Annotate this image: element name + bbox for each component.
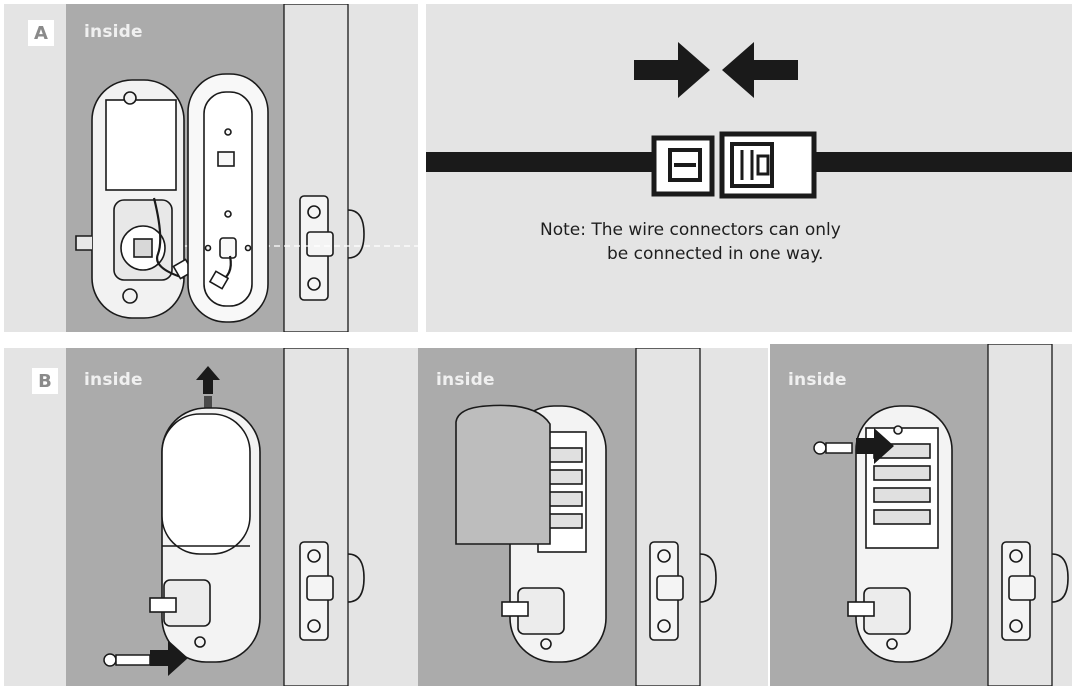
arrow-left-icon [722, 42, 798, 98]
arrow-right-icon [634, 42, 710, 98]
panel-d: D inside [770, 344, 1072, 686]
panel-a-label: A [28, 20, 54, 46]
panel-c-illustration [418, 348, 717, 686]
connector-icon [651, 135, 715, 197]
panel-c-inside-label: inside [436, 370, 495, 390]
latch-plate [649, 541, 717, 641]
panel-a: A inside [4, 4, 418, 332]
panel-d-illustration [770, 344, 1069, 686]
back-cover [187, 73, 269, 323]
panel-d-inside-label: inside [788, 370, 847, 390]
note-line-1: Note: The wire connectors can only [540, 220, 841, 240]
panel-c: C inside [418, 348, 768, 686]
arrow-right-icon [856, 428, 894, 464]
latch-plate [299, 195, 365, 301]
screw-icon [204, 396, 212, 408]
latch-plate [1001, 541, 1069, 641]
battery-cover [455, 404, 551, 545]
panel-b-illustration [66, 348, 365, 686]
lock-body [847, 405, 953, 663]
lock-base [75, 79, 194, 319]
panel-b: B inside [4, 348, 418, 686]
panel-b-label: B [32, 368, 58, 394]
connector-note: Note: The wire connectors can only be co… [540, 218, 900, 266]
panel-a-inside-label: inside [84, 22, 143, 42]
panel-b-inside-label: inside [84, 370, 143, 390]
connector-illustration [426, 42, 1072, 199]
note-panel: Note: The wire connectors can only be co… [426, 4, 1072, 332]
panel-a-illustration [66, 4, 418, 332]
note-line-2: be connected in one way. [607, 244, 824, 264]
screw-icon [813, 441, 853, 455]
screw-icon [103, 653, 151, 667]
latch-plate [299, 541, 365, 641]
arrow-up-icon [196, 366, 220, 394]
arrow-right-icon [150, 640, 188, 676]
lock-body [149, 407, 261, 663]
